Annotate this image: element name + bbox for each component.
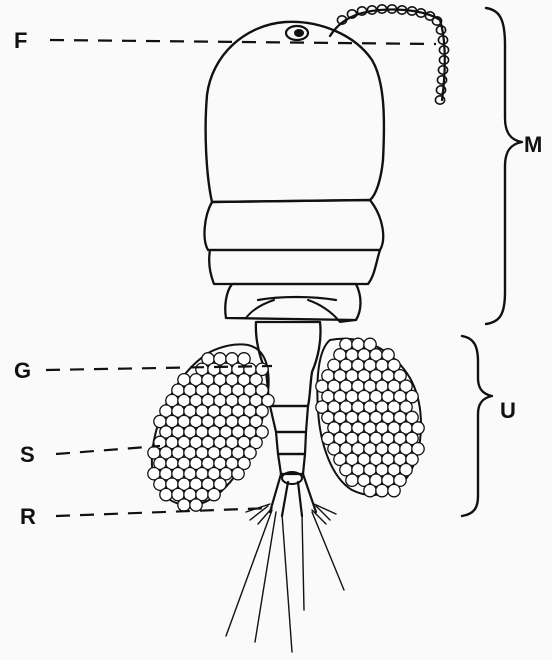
egg xyxy=(178,499,190,511)
label-s: S xyxy=(20,442,35,467)
egg-sac-left xyxy=(148,344,274,511)
label-r: R xyxy=(20,504,36,529)
label-g: G xyxy=(14,358,31,383)
leader-r xyxy=(56,508,272,516)
egg xyxy=(160,488,172,500)
egg xyxy=(376,484,388,496)
thoracic-segment-1 xyxy=(205,200,384,250)
egg xyxy=(346,474,358,486)
brace-m xyxy=(486,8,522,324)
leader-s xyxy=(56,446,160,454)
antenna xyxy=(330,5,449,104)
caudal-rami xyxy=(270,474,316,516)
caudal-setae xyxy=(226,504,344,652)
egg xyxy=(232,468,244,480)
label-f: F xyxy=(14,28,27,53)
thoracic-segment-4 xyxy=(258,297,336,300)
thoracic-segment-2 xyxy=(209,250,380,284)
brace-u xyxy=(462,336,492,516)
antenna-segment xyxy=(435,96,444,104)
egg xyxy=(364,484,376,496)
head-segment xyxy=(206,22,384,202)
leader-f xyxy=(50,40,436,44)
label-m: M xyxy=(524,132,542,157)
egg xyxy=(388,484,400,496)
cephalothorax xyxy=(205,22,384,322)
egg xyxy=(208,488,220,500)
thoracic-segment-3 xyxy=(225,284,360,320)
label-u: U xyxy=(500,398,516,423)
egg-sac-right xyxy=(316,338,424,497)
urosome xyxy=(256,322,321,516)
egg xyxy=(190,499,202,511)
antenna-segment xyxy=(438,66,447,74)
